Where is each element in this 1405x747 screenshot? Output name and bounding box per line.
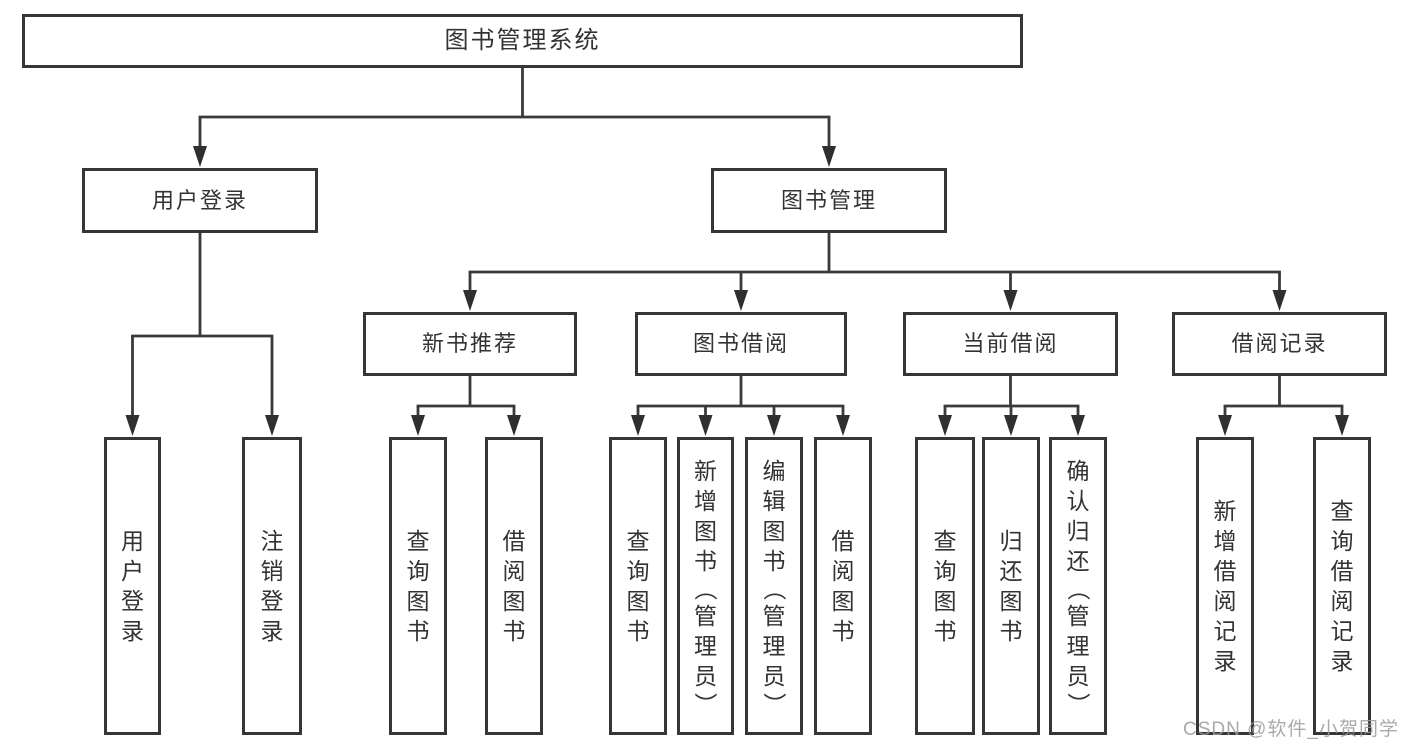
node-rec-borrow: 借阅图书	[485, 437, 543, 735]
node-label: 借阅图书	[831, 527, 855, 644]
watermark-text: CSDN @软件_小贺同学	[1183, 719, 1399, 740]
node-label: 查询借阅记录	[1330, 497, 1354, 674]
node-current-return: 归还图书	[982, 437, 1040, 735]
node-label: 当前借阅	[962, 331, 1059, 356]
node-label: 注销登录	[260, 527, 284, 644]
node-current: 当前借阅	[903, 312, 1118, 376]
node-record-add: 新增借阅记录	[1196, 437, 1254, 735]
node-current-confirm: 确认归还（管理员）	[1049, 437, 1107, 735]
node-label: 查询图书	[933, 527, 957, 644]
node-borrow-query: 查询图书	[609, 437, 667, 735]
node-root: 图书管理系统	[22, 14, 1023, 68]
node-rec: 新书推荐	[363, 312, 577, 376]
node-login-user: 用户登录	[104, 437, 161, 735]
node-borrow-borrow: 借阅图书	[814, 437, 872, 735]
node-label: 新增图书（管理员）	[692, 457, 719, 715]
node-label: 借阅记录	[1231, 331, 1328, 356]
node-label: 新书推荐	[421, 331, 518, 356]
node-label: 归还图书	[999, 527, 1023, 644]
node-mgmt: 图书管理	[711, 168, 947, 233]
node-record: 借阅记录	[1172, 312, 1387, 376]
node-label: 图书管理系统	[444, 27, 601, 54]
node-borrow-edit: 编辑图书（管理员）	[745, 437, 803, 735]
node-label: 借阅图书	[502, 527, 526, 644]
node-label: 查询图书	[406, 527, 430, 644]
node-label: 新增借阅记录	[1213, 497, 1237, 674]
node-label: 编辑图书（管理员）	[761, 457, 787, 715]
node-label: 确认归还（管理员）	[1065, 457, 1091, 715]
node-label: 图书借阅	[692, 331, 789, 356]
node-login: 用户登录	[82, 168, 318, 233]
node-rec-query: 查询图书	[389, 437, 447, 735]
node-label: 图书管理	[780, 187, 877, 213]
node-record-query: 查询借阅记录	[1313, 437, 1371, 735]
node-label: 查询图书	[626, 527, 650, 644]
node-label: 用户登录	[121, 527, 144, 644]
node-label: 用户登录	[151, 187, 248, 213]
node-borrow: 图书借阅	[635, 312, 847, 376]
node-borrow-add: 新增图书（管理员）	[677, 437, 734, 735]
node-current-query: 查询图书	[915, 437, 975, 735]
node-login-logout: 注销登录	[242, 437, 302, 735]
